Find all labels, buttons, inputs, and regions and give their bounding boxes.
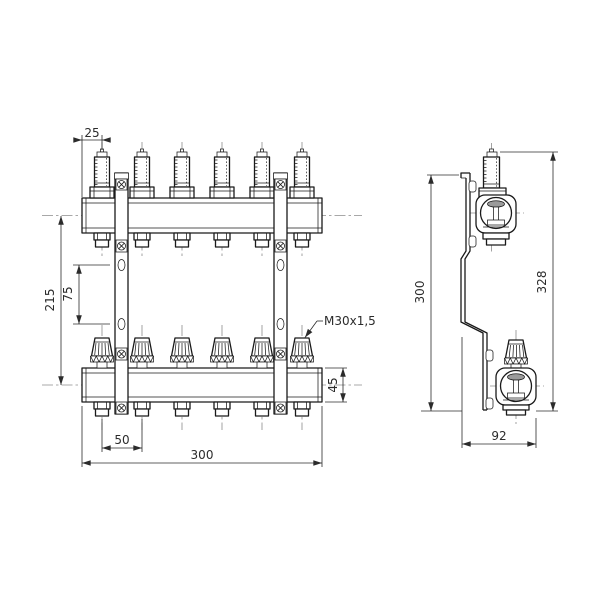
outlet-fitting	[293, 401, 311, 417]
outlet-fitting	[213, 232, 231, 248]
dim-text-45: 45	[326, 377, 340, 392]
outlet-fitting	[213, 401, 231, 417]
outlet-fitting	[253, 401, 271, 417]
outlet-fitting	[253, 232, 271, 248]
top-valve-body-side	[475, 148, 517, 246]
flow-meter	[129, 148, 155, 199]
dim-text-25: 25	[84, 126, 99, 140]
outlet-fitting	[293, 232, 311, 248]
label-valve-thread: M30x1,5	[304, 314, 376, 338]
outlet-fitting	[133, 401, 151, 417]
dim-text-300-front: 300	[191, 448, 214, 462]
outlet-fitting	[173, 232, 191, 248]
valve-cap	[289, 337, 315, 369]
bracket-clip	[468, 235, 477, 248]
valve-cap	[209, 337, 235, 369]
front-view: 25 215 75 50 300 45	[42, 126, 376, 467]
outlet-fitting	[93, 401, 111, 417]
dimension-port-spacing: 50	[101, 419, 143, 452]
valve-cap	[129, 337, 155, 369]
dim-text-75: 75	[61, 286, 75, 301]
dim-text-300-side: 300	[413, 281, 427, 304]
bracket-clip	[468, 180, 477, 193]
side-view: 300 328 92	[413, 143, 558, 448]
dimension-axis-distance: 215	[43, 215, 64, 386]
dimension-manifold-length: 300	[81, 406, 323, 467]
flow-meter	[169, 148, 195, 199]
valve-cap	[169, 337, 195, 369]
bracket-clip	[485, 397, 494, 410]
dimension-bar-height: 45	[325, 367, 347, 403]
bracket-side-profile	[460, 172, 494, 411]
dimension-bracket-height: 300	[413, 174, 462, 412]
dim-text-50: 50	[114, 433, 129, 447]
outlet-fitting	[173, 401, 191, 417]
valve-cap	[89, 337, 115, 369]
dimension-port-offset: 25	[73, 126, 111, 197]
flow-meter	[89, 148, 115, 199]
dimension-bracket-hole-spacing: 75	[61, 264, 110, 325]
thread-label-text: M30x1,5	[324, 314, 376, 328]
dimension-depth: 92	[461, 337, 537, 448]
flow-meter	[209, 148, 235, 199]
mounting-bracket-left	[113, 172, 130, 415]
dim-text-215: 215	[43, 289, 57, 312]
outlet-fitting	[93, 232, 111, 248]
outlet-fitting	[133, 232, 151, 248]
flow-meter	[289, 148, 315, 199]
dim-text-328: 328	[535, 271, 549, 294]
valve-cap	[249, 337, 275, 369]
flow-meter	[249, 148, 275, 199]
dimension-overall-height: 328	[500, 151, 558, 412]
mounting-bracket-right	[272, 172, 289, 415]
bracket-clip	[485, 349, 494, 362]
dim-text-92: 92	[491, 429, 506, 443]
bottom-valve-body-side	[495, 339, 537, 416]
